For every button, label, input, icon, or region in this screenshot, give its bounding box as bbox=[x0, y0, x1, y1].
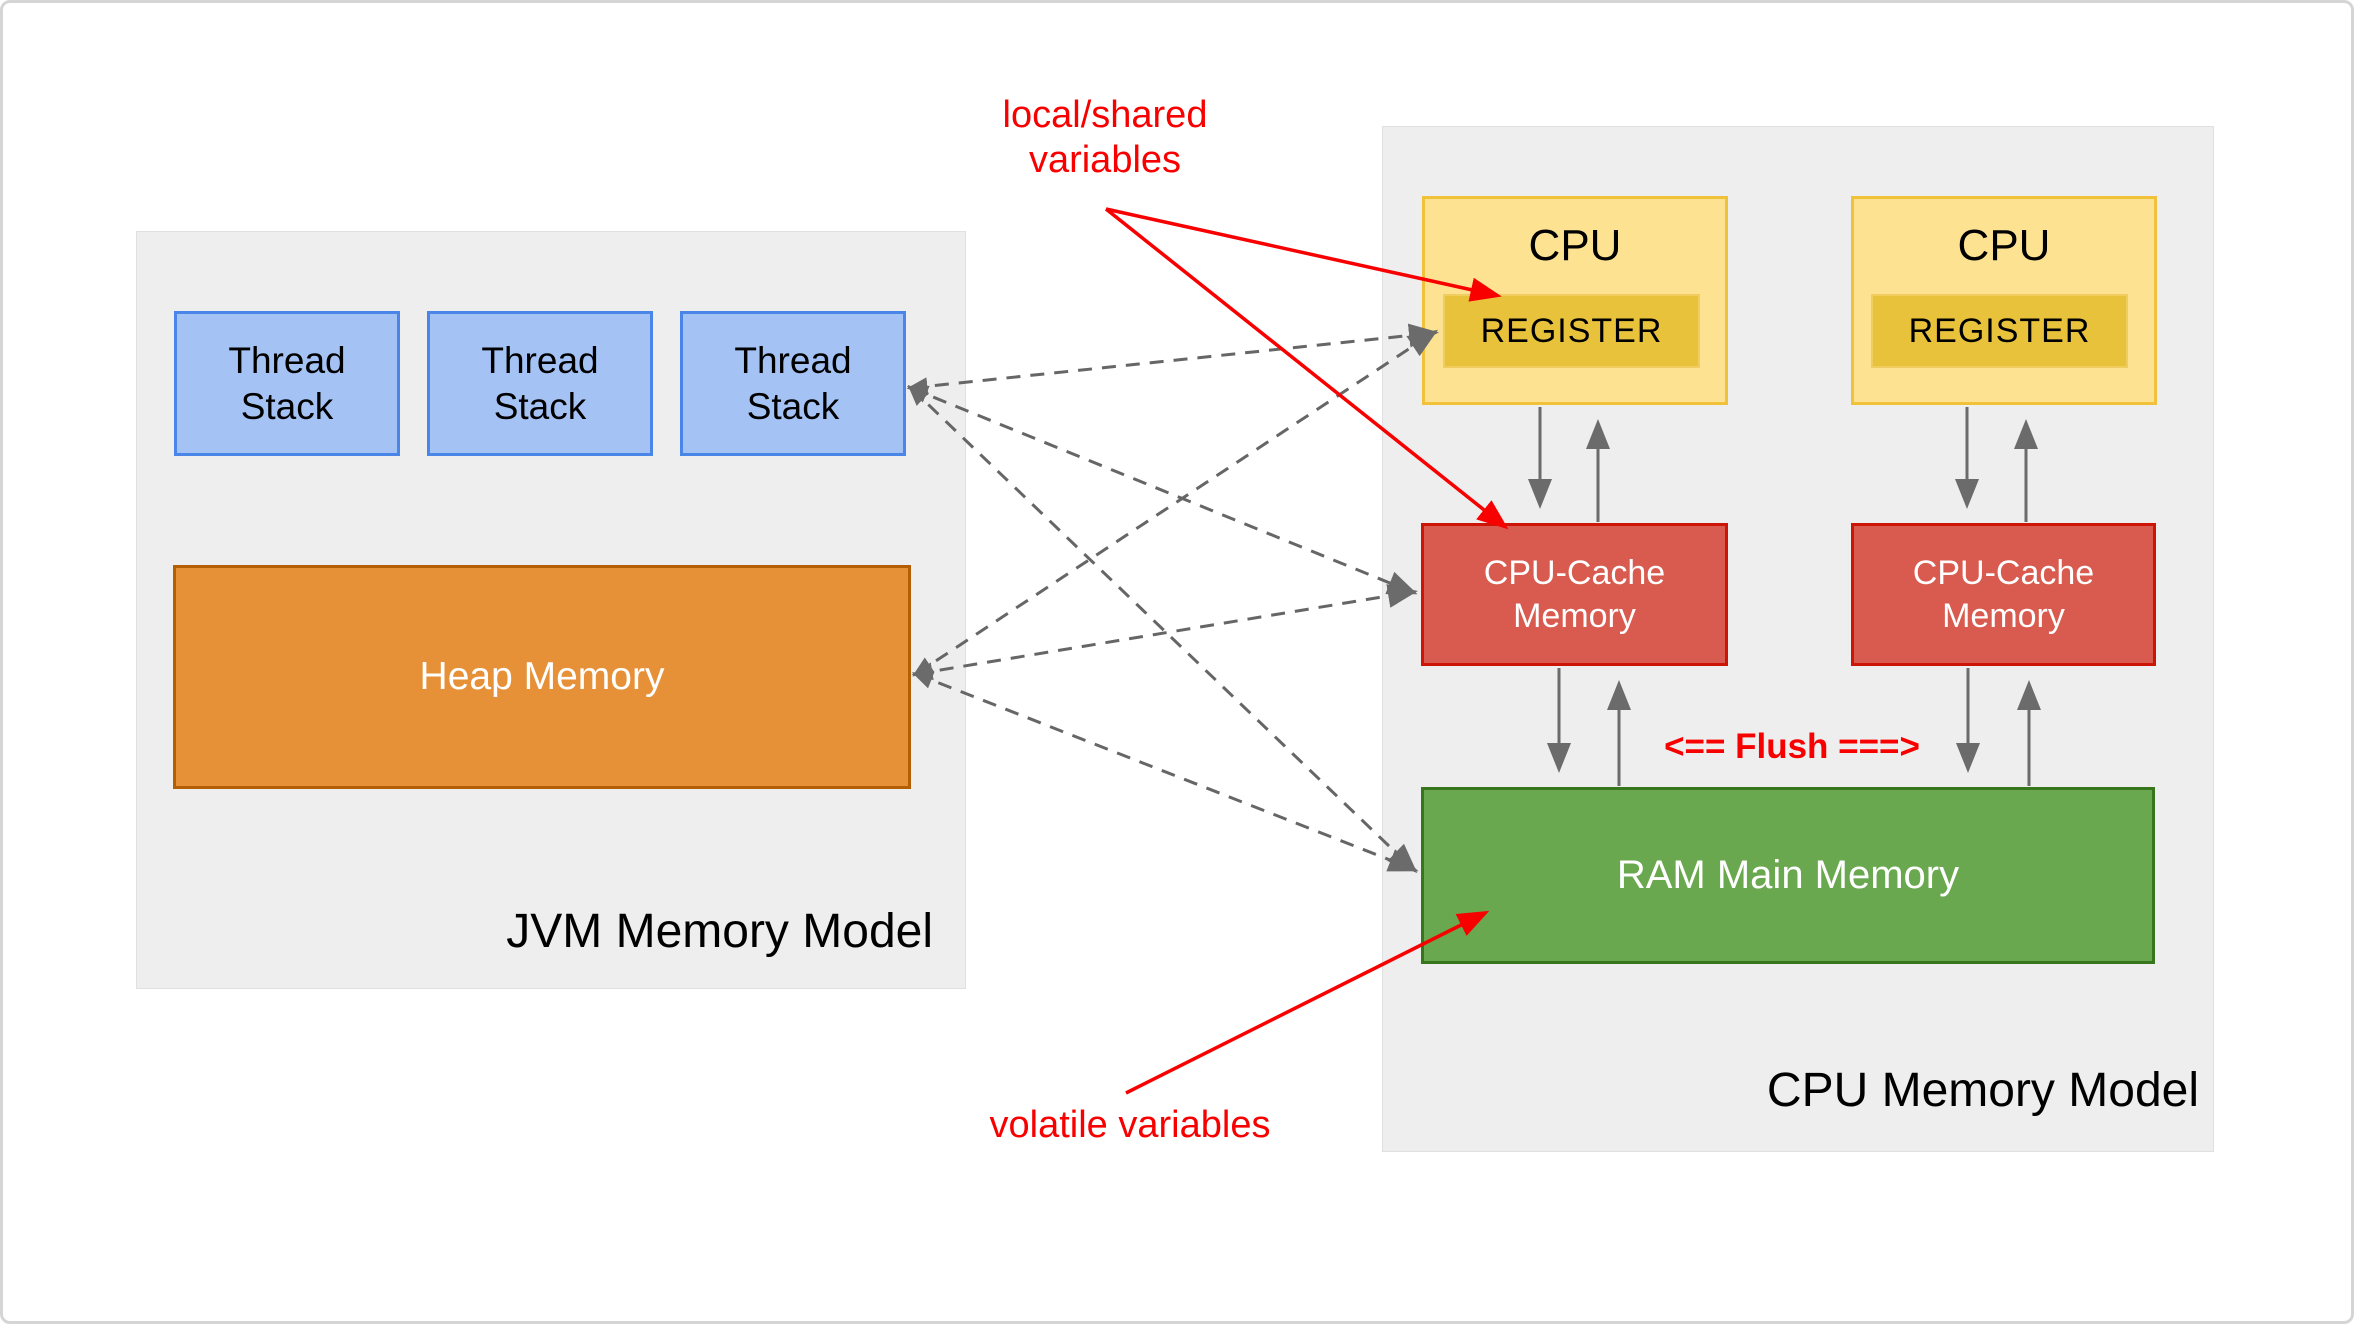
volatile-variables-annotation: volatile variables bbox=[989, 1104, 1271, 1146]
cpu-cache-box-2: CPU-Cache Memory bbox=[1851, 523, 2156, 666]
thread-stack-box-1: Thread Stack bbox=[174, 311, 400, 456]
register-box-1: REGISTER bbox=[1443, 294, 1700, 368]
dashed-arrow-heap-ram bbox=[911, 671, 1419, 872]
register-box-2: REGISTER bbox=[1871, 294, 2128, 368]
dashed-arrow-heap-register bbox=[912, 329, 1439, 677]
dashed-arrow-threadstack-cache bbox=[906, 385, 1418, 595]
local-shared-variables-annotation: local/shared variables bbox=[1002, 94, 1208, 181]
cpu-cache-box-1: CPU-Cache Memory bbox=[1421, 523, 1728, 666]
dashed-arrow-heap-cache bbox=[911, 584, 1418, 681]
cpu-box-1-label: CPU bbox=[1528, 221, 1622, 270]
thread-stack-box-3: Thread Stack bbox=[680, 311, 906, 456]
thread-stack-box-2: Thread Stack bbox=[427, 311, 653, 456]
cpu-model-title: CPU Memory Model bbox=[1766, 1064, 2199, 1117]
dashed-arrow-threadstack-ram bbox=[907, 384, 1418, 874]
dashed-arrow-threadstack-register bbox=[906, 323, 1439, 396]
ram-main-memory-box: RAM Main Memory bbox=[1421, 787, 2155, 964]
jvm-model-title: JVM Memory Model bbox=[506, 905, 933, 958]
flush-annotation: <== Flush ===> bbox=[1664, 727, 1920, 766]
heap-memory-box: Heap Memory bbox=[173, 565, 911, 789]
cpu-box-2-label: CPU bbox=[1957, 221, 2051, 270]
